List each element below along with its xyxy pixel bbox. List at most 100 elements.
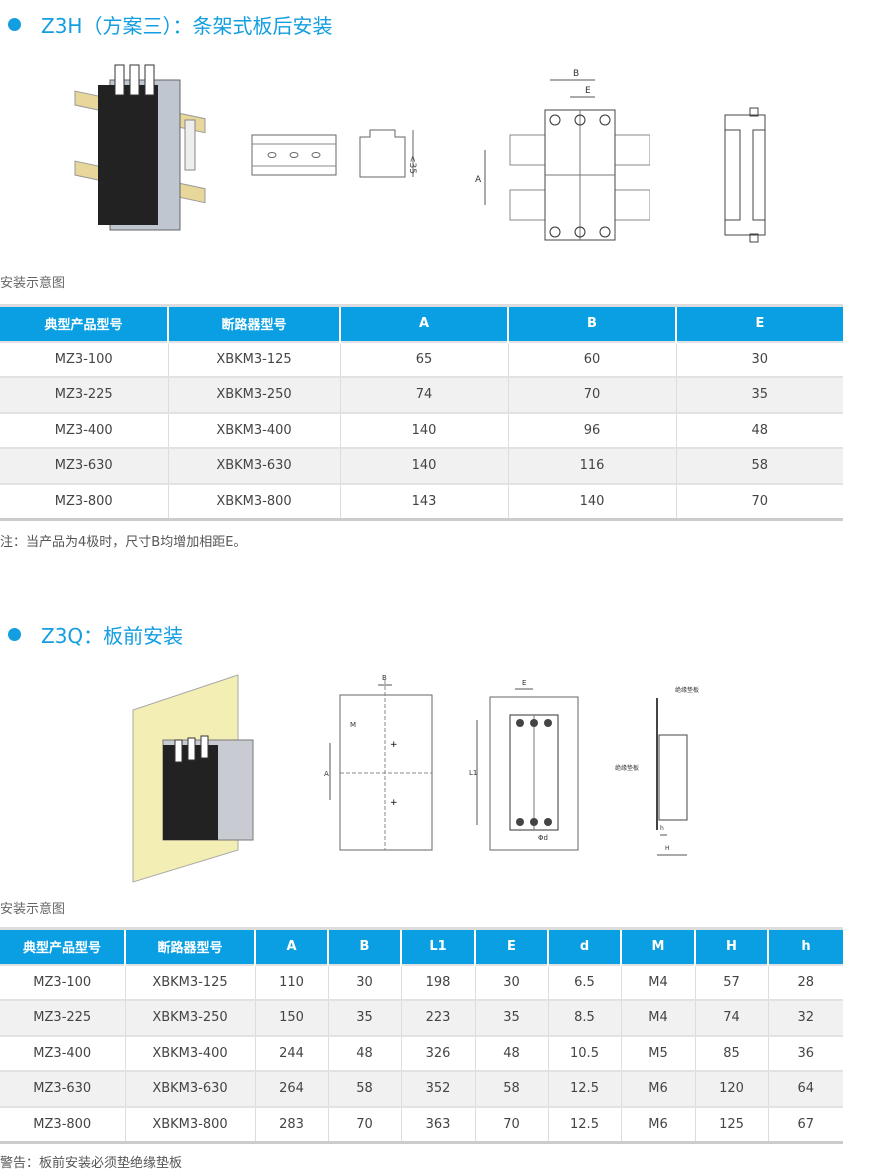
- warning-note: 警告：板前安装必须垫绝缘垫板: [0, 1156, 183, 1171]
- table-cell: MZ3-225: [0, 376, 169, 413]
- dim-m-label: M: [350, 721, 356, 729]
- table-cell: XBKM3-125: [125, 963, 256, 1000]
- table-cell: 198: [401, 963, 476, 1000]
- table-cell: 150: [255, 999, 329, 1036]
- table-cell: 143: [340, 482, 509, 519]
- table-cell: XBKM3-630: [168, 447, 341, 484]
- table-cell: 12.5: [548, 1070, 622, 1107]
- table-cell: 74: [340, 376, 509, 413]
- dim-l1-label: L1: [469, 769, 477, 777]
- table-cell: XBKM3-125: [168, 340, 341, 377]
- column-header: 断路器型号: [125, 928, 256, 965]
- table-cell: 140: [340, 447, 509, 484]
- column-header: L1: [401, 928, 476, 965]
- dim-e-label: E: [585, 86, 591, 96]
- table-cell: 32: [768, 999, 843, 1036]
- table-note: 注：当产品为4极时，尺寸B均增加相距E。: [0, 535, 247, 550]
- rail-front-drawing: [251, 134, 337, 176]
- bullet-icon: [8, 628, 21, 641]
- table-cell: 30: [328, 963, 402, 1000]
- dim-H-label: H: [665, 845, 670, 852]
- table-cell: MZ3-100: [0, 340, 169, 377]
- table-cell: 120: [695, 1070, 769, 1107]
- column-header: A: [340, 305, 509, 342]
- dim-h-small-label: h: [660, 825, 664, 832]
- table-cell: 36: [768, 1034, 843, 1071]
- table-cell: 70: [676, 482, 843, 519]
- table-cell: 30: [475, 963, 549, 1000]
- table-cell: 283: [255, 1105, 329, 1142]
- table-cell: 58: [676, 447, 843, 484]
- column-header: E: [475, 928, 549, 965]
- svg-text:+: +: [390, 798, 398, 808]
- column-header: d: [548, 928, 622, 965]
- diagram-caption: 安装示意图: [0, 276, 66, 291]
- dim-b-label: B: [382, 674, 387, 682]
- table-cell: 48: [328, 1034, 402, 1071]
- table-cell: 58: [328, 1070, 402, 1107]
- table-cell: MZ3-100: [0, 963, 126, 1000]
- front-side-view-drawing: 绝缘垫板 绝缘垫板 h H: [615, 686, 699, 856]
- dim-d-label: Φd: [538, 834, 548, 842]
- table-cell: 244: [255, 1034, 329, 1071]
- table-cell: 48: [676, 411, 843, 448]
- column-header: H: [695, 928, 769, 965]
- table-cell: M4: [621, 963, 696, 1000]
- table-cell: 140: [340, 411, 509, 448]
- section-title: Z3Q：板前安装: [8, 620, 183, 649]
- table-cell: 65: [340, 340, 509, 377]
- column-header: E: [676, 305, 843, 342]
- table-cell: MZ3-630: [0, 1070, 126, 1107]
- svg-text:+: +: [390, 740, 398, 750]
- table-cell: 96: [508, 411, 677, 448]
- table-cell: 35: [328, 999, 402, 1036]
- table-cell: 70: [508, 376, 677, 413]
- column-header: A: [255, 928, 329, 965]
- table-cell: 363: [401, 1105, 476, 1142]
- dim-a-label: A: [324, 770, 329, 778]
- column-header: B: [508, 305, 677, 342]
- table-cell: 110: [255, 963, 329, 1000]
- rail-mount-dimension-drawing: B E A: [475, 69, 650, 241]
- table-cell: 48: [475, 1034, 549, 1071]
- column-header: 典型产品型号: [0, 928, 126, 965]
- table-cell: 264: [255, 1070, 329, 1107]
- column-header: M: [621, 928, 696, 965]
- pad-label-side: 绝缘垫板: [615, 764, 639, 772]
- table-cell: 85: [695, 1034, 769, 1071]
- dim-a-label: A: [475, 175, 482, 185]
- side-view-drawing: [724, 107, 766, 243]
- table-cell: MZ3-400: [0, 411, 169, 448]
- bullet-icon: [8, 18, 21, 31]
- column-header: B: [328, 928, 402, 965]
- table-cell: M5: [621, 1034, 696, 1071]
- table-cell: M4: [621, 999, 696, 1036]
- rail-profile-drawing: <35: [359, 129, 417, 178]
- table-cell: 35: [676, 376, 843, 413]
- table-cell: 70: [475, 1105, 549, 1142]
- column-header: h: [768, 928, 843, 965]
- pad-label-top: 绝缘垫板: [675, 686, 699, 694]
- column-header: 典型产品型号: [0, 305, 169, 342]
- table-cell: 116: [508, 447, 677, 484]
- table-cell: XBKM3-250: [168, 376, 341, 413]
- table-cell: MZ3-400: [0, 1034, 126, 1071]
- table-cell: 35: [475, 999, 549, 1036]
- table-cell: MZ3-800: [0, 1105, 126, 1142]
- table-cell: M6: [621, 1105, 696, 1142]
- table-cell: XBKM3-400: [168, 411, 341, 448]
- table-cell: 67: [768, 1105, 843, 1142]
- table-cell: 64: [768, 1070, 843, 1107]
- table-cell: 12.5: [548, 1105, 622, 1142]
- table-cell: 70: [328, 1105, 402, 1142]
- table-cell: 140: [508, 482, 677, 519]
